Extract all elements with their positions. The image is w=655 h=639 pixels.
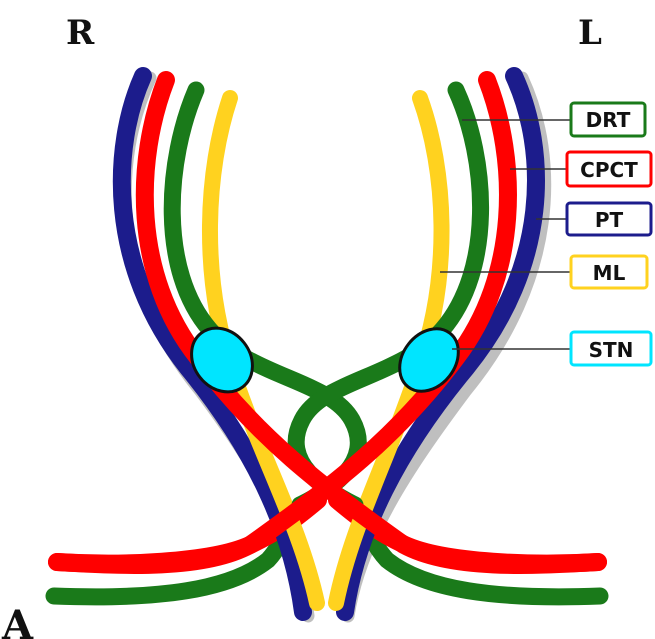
legend-item-pt: PT xyxy=(567,203,651,235)
legend-label-pt: PT xyxy=(595,208,624,232)
stn-right xyxy=(179,316,265,404)
legend-item-stn: STN xyxy=(571,332,651,365)
drt-bottom-band-right xyxy=(355,505,600,597)
drt-bottom-band xyxy=(54,505,300,597)
legend-item-ml: ML xyxy=(571,256,647,288)
legend-label-stn: STN xyxy=(589,338,634,362)
legend-label-drt: DRT xyxy=(586,108,631,132)
legend-label-ml: ML xyxy=(593,261,626,285)
left-side-label: L xyxy=(578,13,602,53)
legend-label-cpct: CPCT xyxy=(580,158,638,182)
legend-item-cpct: CPCT xyxy=(567,152,651,186)
legend-item-drt: DRT xyxy=(571,103,645,136)
right-side-label: R xyxy=(66,13,95,53)
panel-label: A xyxy=(1,602,34,639)
legend: DRT CPCT PT ML STN xyxy=(567,103,651,365)
